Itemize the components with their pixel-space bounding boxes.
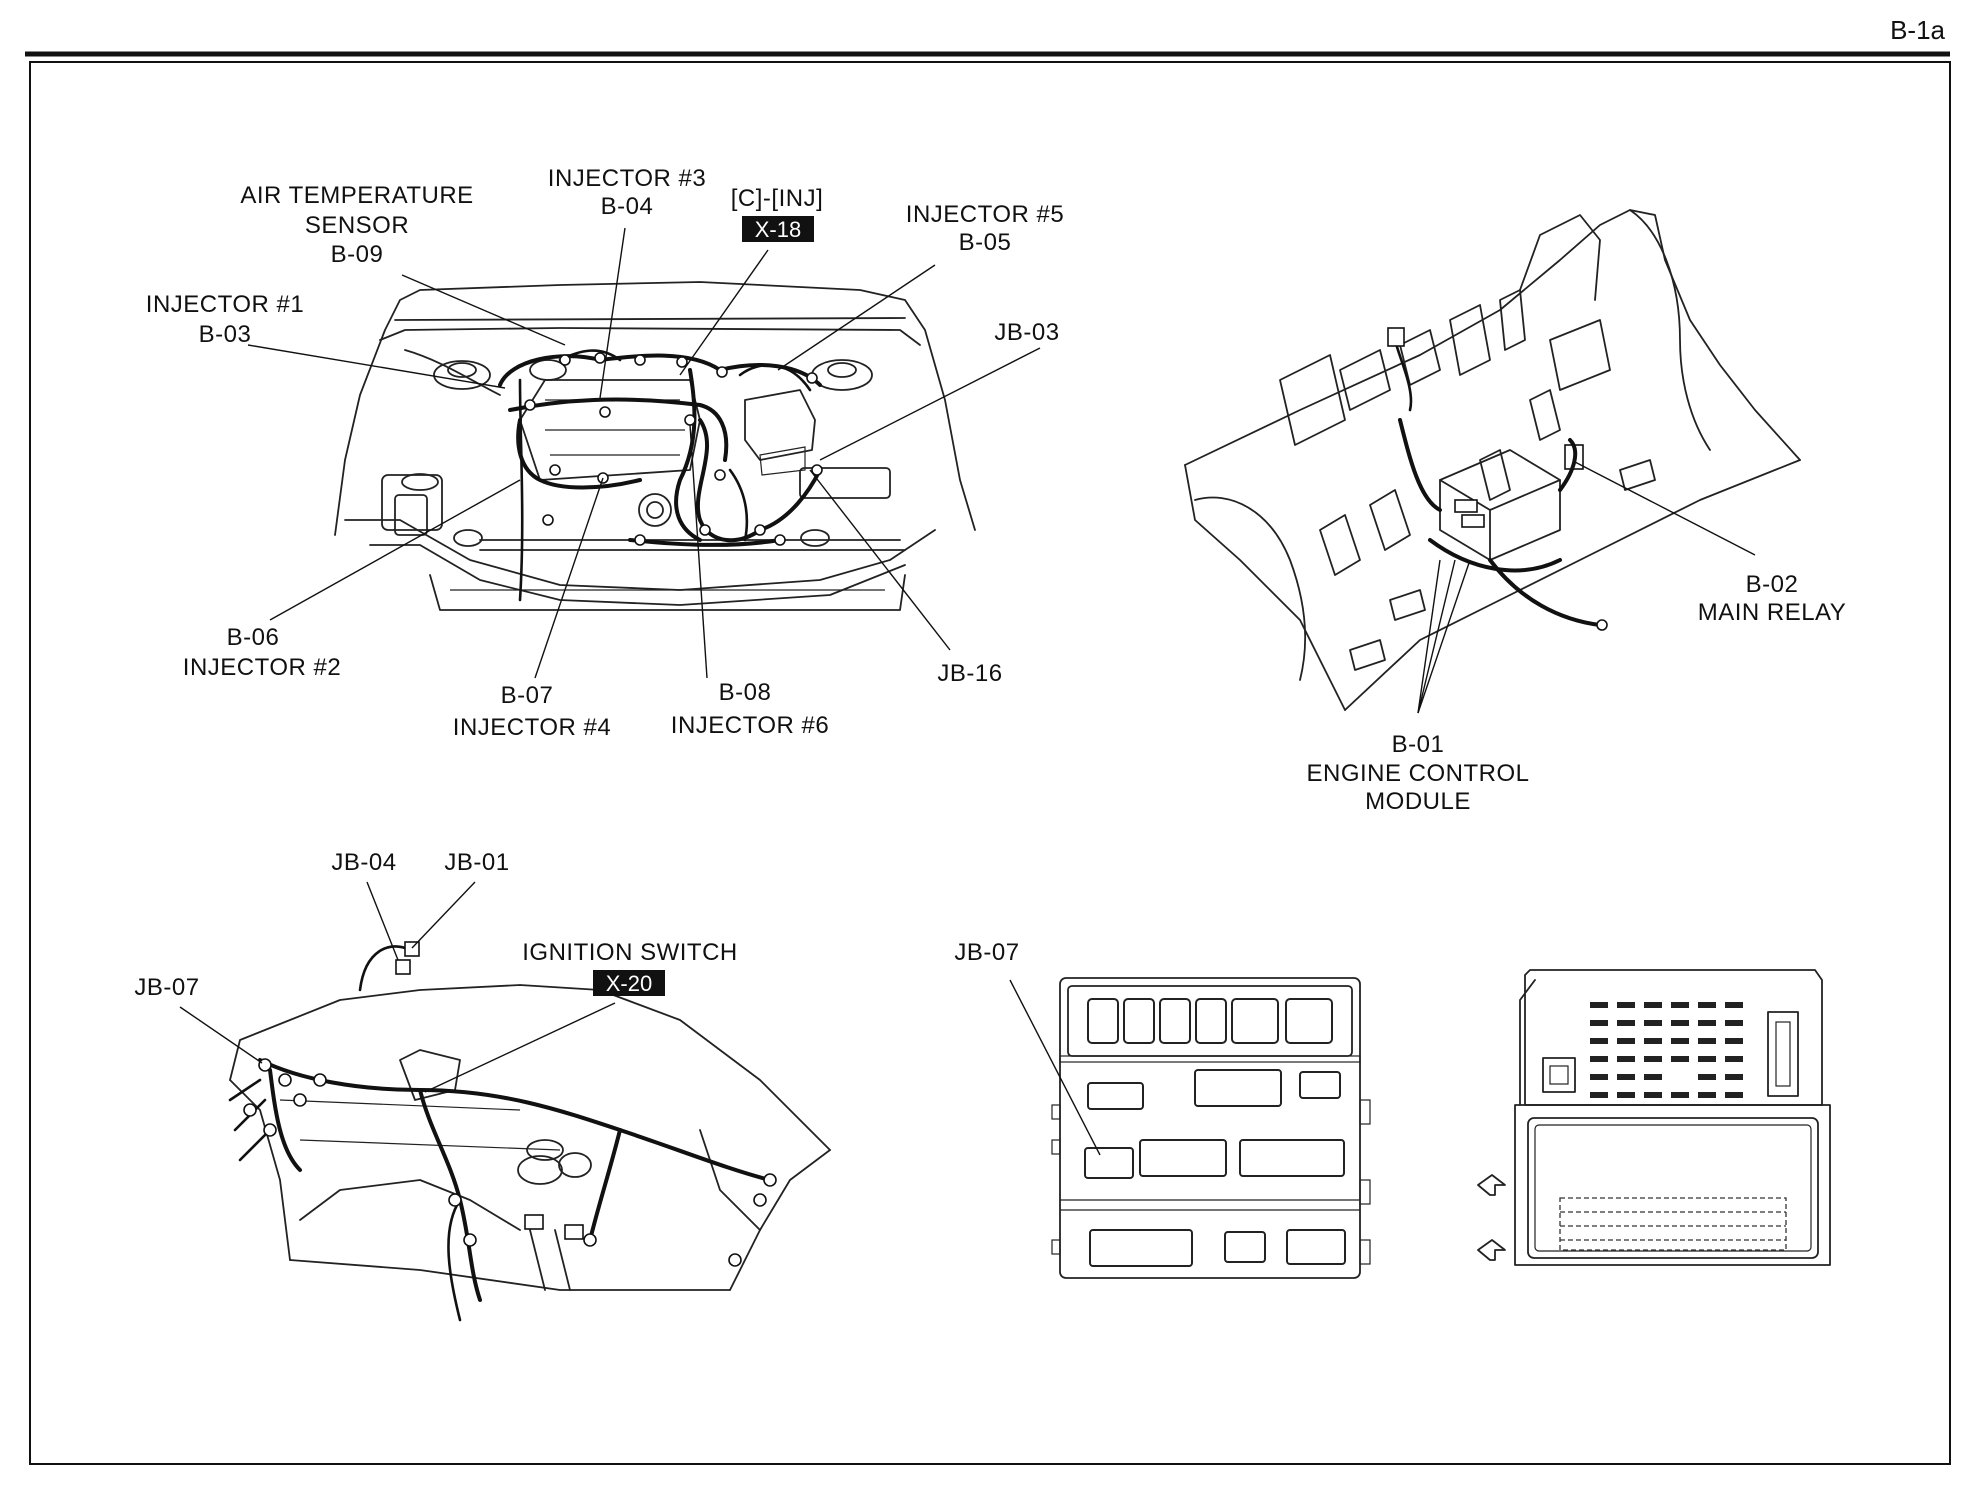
injector-3-callout: INJECTOR #3 B-04	[548, 165, 706, 220]
injector-6-label: INJECTOR #6	[671, 712, 829, 739]
ecm-label-line1: ENGINE CONTROL	[1306, 760, 1529, 787]
injector-2-label: INJECTOR #2	[183, 654, 341, 681]
air-temp-sensor-code: B-09	[331, 241, 384, 268]
ecm-area-leaders	[1417, 461, 1756, 714]
x20-tag-box	[593, 970, 665, 996]
x18-tag: X-18	[755, 217, 801, 242]
injector-1-code: B-03	[199, 321, 252, 348]
jb-07-box-leader	[1009, 979, 1101, 1156]
injector-2-code: B-06	[227, 624, 280, 651]
injector-1-callout: INJECTOR #1 B-03	[146, 291, 304, 348]
injector-6-callout: B-08 INJECTOR #6	[671, 679, 829, 739]
jb-16-label: JB-16	[937, 660, 1002, 687]
injector-5-code: B-05	[959, 229, 1012, 256]
dashboard-labels: JB-04 JB-01 JB-07 IGNITION SWITCH X-20	[134, 849, 737, 1001]
main-relay-label: MAIN RELAY	[1698, 599, 1847, 626]
jb-07-dash-label: JB-07	[134, 974, 199, 1001]
jb-16-callout: JB-16	[937, 660, 1002, 687]
injector-2-callout: B-06 INJECTOR #2	[183, 624, 341, 681]
x20-tag: X-20	[606, 971, 652, 996]
jb-03-label: JB-03	[994, 319, 1059, 346]
main-relay-callout: B-02 MAIN RELAY	[1698, 571, 1847, 626]
ignition-switch-label: IGNITION SWITCH	[522, 939, 737, 966]
inj-connector-callout: [C]-[INJ] X-18	[731, 185, 824, 242]
x18-tag-box	[742, 216, 814, 242]
injector-6-code: B-08	[719, 679, 772, 706]
ecm-code: B-01	[1392, 731, 1445, 758]
injector-1-label: INJECTOR #1	[146, 291, 304, 318]
junction-box-rear	[1477, 969, 1831, 1266]
dashboard-leaders	[179, 881, 616, 1093]
injector-3-label: INJECTOR #3	[548, 165, 706, 192]
injector-4-code: B-07	[501, 682, 554, 709]
jb-03-callout: JB-03	[994, 319, 1059, 346]
air-temp-sensor-label-line2: SENSOR	[305, 212, 409, 239]
air-temp-sensor-callout: AIR TEMPERATURE SENSOR B-09	[240, 182, 473, 268]
injector-3-code: B-04	[601, 193, 654, 220]
injector-5-callout: INJECTOR #5 B-05	[906, 201, 1064, 256]
injector-5-label: INJECTOR #5	[906, 201, 1064, 228]
air-temp-sensor-label-line1: AIR TEMPERATURE	[240, 182, 473, 209]
diagram-frame	[29, 61, 1951, 1465]
injector-4-callout: B-07 INJECTOR #4	[453, 682, 611, 741]
dashboard-drawing	[228, 941, 831, 1322]
ecm-callout: B-01 ENGINE CONTROL MODULE	[1306, 731, 1529, 815]
page-code: B-1a	[1890, 15, 1945, 45]
ecm-area-drawing	[1184, 209, 1801, 711]
jb-04-label: JB-04	[331, 849, 396, 876]
ecm-label-line2: MODULE	[1365, 788, 1471, 815]
engine-bay-drawing	[334, 281, 976, 611]
jb-07-box-label: JB-07	[954, 939, 1019, 966]
inj-connector-label: [C]-[INJ]	[731, 185, 824, 212]
junction-box-front	[1051, 977, 1371, 1279]
engine-bay-leaders	[247, 227, 1041, 679]
main-relay-code: B-02	[1746, 571, 1799, 598]
injector-4-label: INJECTOR #4	[453, 714, 611, 741]
jb-01-label: JB-01	[444, 849, 509, 876]
